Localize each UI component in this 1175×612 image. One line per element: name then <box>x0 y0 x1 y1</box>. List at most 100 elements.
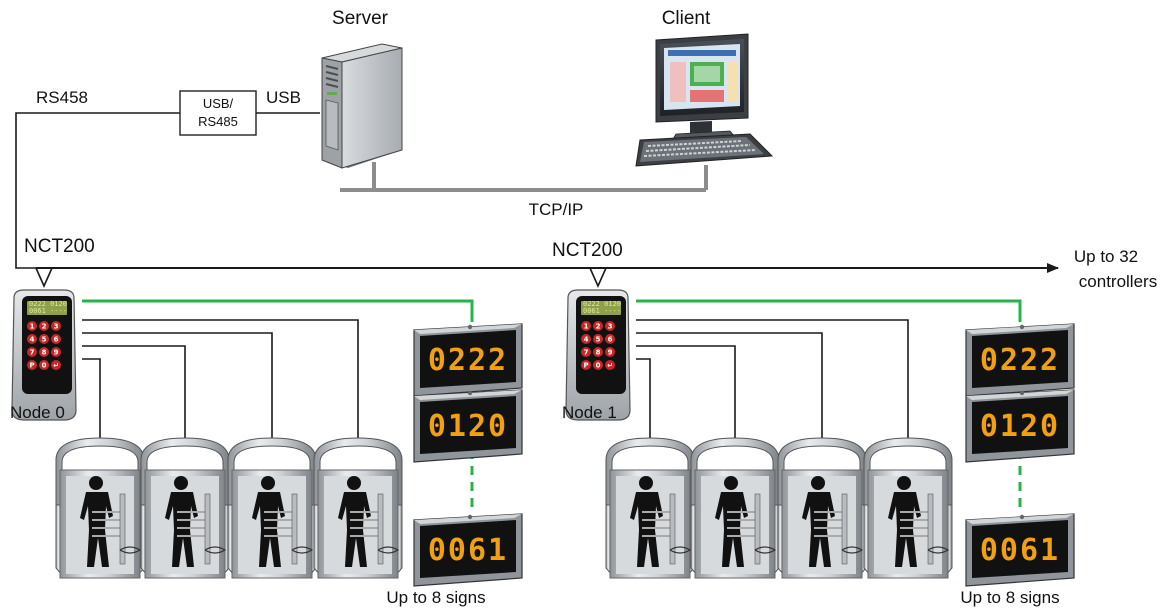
controller-screen-line2: 0061 ---- <box>29 307 67 315</box>
keypad-key <box>581 360 591 370</box>
sign-value: 0061 <box>428 533 508 568</box>
client-computer-icon <box>635 33 774 167</box>
up-to-controllers-line1: Up to 32 <box>1074 247 1138 266</box>
signs-right-label: Up to 8 signs <box>960 588 1059 607</box>
keypad-key-label: 0 <box>596 362 601 370</box>
keypad-key <box>605 334 615 344</box>
usb-rs485-converter: USB/ RS485 <box>179 90 257 136</box>
controller-left-label: NCT200 <box>24 236 95 257</box>
turnstile-icon <box>863 437 953 579</box>
turnstile-icon <box>777 437 867 579</box>
keypad-key <box>27 347 37 357</box>
keypad-key <box>593 334 603 344</box>
node0-wire-turnstile2 <box>82 345 186 442</box>
node1-wire-turnstile4 <box>636 319 909 442</box>
keypad-key <box>581 347 591 357</box>
keypad-key <box>27 360 37 370</box>
converter-label-line1: USB/ <box>203 96 234 111</box>
keypad-key-label: 6 <box>608 336 613 344</box>
sign-value: 0222 <box>428 343 508 378</box>
server-label: Server <box>332 8 389 29</box>
keypad-key-label: 0 <box>42 362 47 370</box>
node1-wire-turnstile2 <box>636 345 736 442</box>
keypad-key <box>51 334 61 344</box>
bus-tap-node0 <box>35 267 53 288</box>
keypad-key-label: 6 <box>54 336 59 344</box>
node1-wire-turnstile3 <box>636 332 823 442</box>
controller-screen-line1: 0222 0120 <box>583 300 621 308</box>
sign-display-icon: 0120 <box>965 389 1075 463</box>
converter-label-line2: RS485 <box>198 114 238 129</box>
keypad-key <box>51 360 61 370</box>
sign-value: 0222 <box>980 343 1060 378</box>
up-to-controllers-line2: controllers <box>1079 272 1157 291</box>
turnstile-icon <box>605 437 695 579</box>
keypad-key <box>605 360 615 370</box>
turnstile-icon <box>227 437 317 579</box>
bus-tap-node1 <box>589 267 607 288</box>
tcpip-label: TCP/IP <box>529 200 584 219</box>
keypad-key-label: 1 <box>584 323 589 331</box>
node0-wire-turnstile3 <box>82 332 273 442</box>
rs458-label: RS458 <box>36 88 88 107</box>
keypad-key <box>51 347 61 357</box>
keypad-key-label: 3 <box>608 323 613 331</box>
keypad-key-label: 7 <box>584 349 589 357</box>
keypad-key <box>27 321 37 331</box>
keypad-key-label: 4 <box>30 336 35 344</box>
keypad-key-label: 9 <box>608 349 613 357</box>
client-label: Client <box>662 8 711 29</box>
keypad-key-label: 2 <box>42 323 47 331</box>
node0-green-link <box>82 299 474 322</box>
turnstile-icon <box>690 437 780 579</box>
sign-display-icon: 0120 <box>413 389 523 463</box>
sign-display-icon: 0222 <box>965 323 1075 397</box>
controller-screen-line2: 0061 ---- <box>583 307 621 315</box>
sign-value: 0061 <box>980 533 1060 568</box>
keypad-key <box>593 360 603 370</box>
keypad-key <box>39 334 49 344</box>
keypad-key <box>51 321 61 331</box>
keypad-key-label: ↵ <box>53 362 59 370</box>
turnstile-icon <box>55 437 145 579</box>
node1-label: Node 1 <box>562 403 617 422</box>
node1-green-link <box>636 299 1022 322</box>
keypad-key-label: 4 <box>584 336 589 344</box>
keypad-key <box>39 321 49 331</box>
keypad-key-label: P <box>29 362 34 370</box>
usb-label: USB <box>266 88 301 107</box>
rs458-cable <box>15 112 180 269</box>
sign-value: 0120 <box>428 409 508 444</box>
controller-right-label: NCT200 <box>552 240 623 261</box>
turnstile-icon <box>313 437 403 579</box>
node1-wire-turnstile1 <box>636 358 651 442</box>
keypad-key-label: 5 <box>42 336 47 344</box>
keypad-key <box>27 334 37 344</box>
signs-left-label: Up to 8 signs <box>386 588 485 607</box>
keypad-key <box>593 347 603 357</box>
keypad-key-label: P <box>583 362 588 370</box>
keypad-key <box>39 360 49 370</box>
keypad-key-label: 5 <box>596 336 601 344</box>
keypad-key <box>39 347 49 357</box>
keypad-key-label: 1 <box>30 323 35 331</box>
controller-screen-line1: 0222 0120 <box>29 300 67 308</box>
keypad-key-label: 2 <box>596 323 601 331</box>
keypad-key <box>605 321 615 331</box>
sign-value: 0120 <box>980 409 1060 444</box>
server-icon <box>321 43 403 169</box>
keypad-key-label: 8 <box>596 349 601 357</box>
sign-display-icon: 0061 <box>413 513 523 587</box>
node0-label: Node 0 <box>10 403 65 422</box>
sign-display-icon: 0222 <box>413 323 523 397</box>
keypad-key <box>581 334 591 344</box>
keypad-key-label: ↵ <box>607 362 613 370</box>
keypad-key-label: 9 <box>54 349 59 357</box>
